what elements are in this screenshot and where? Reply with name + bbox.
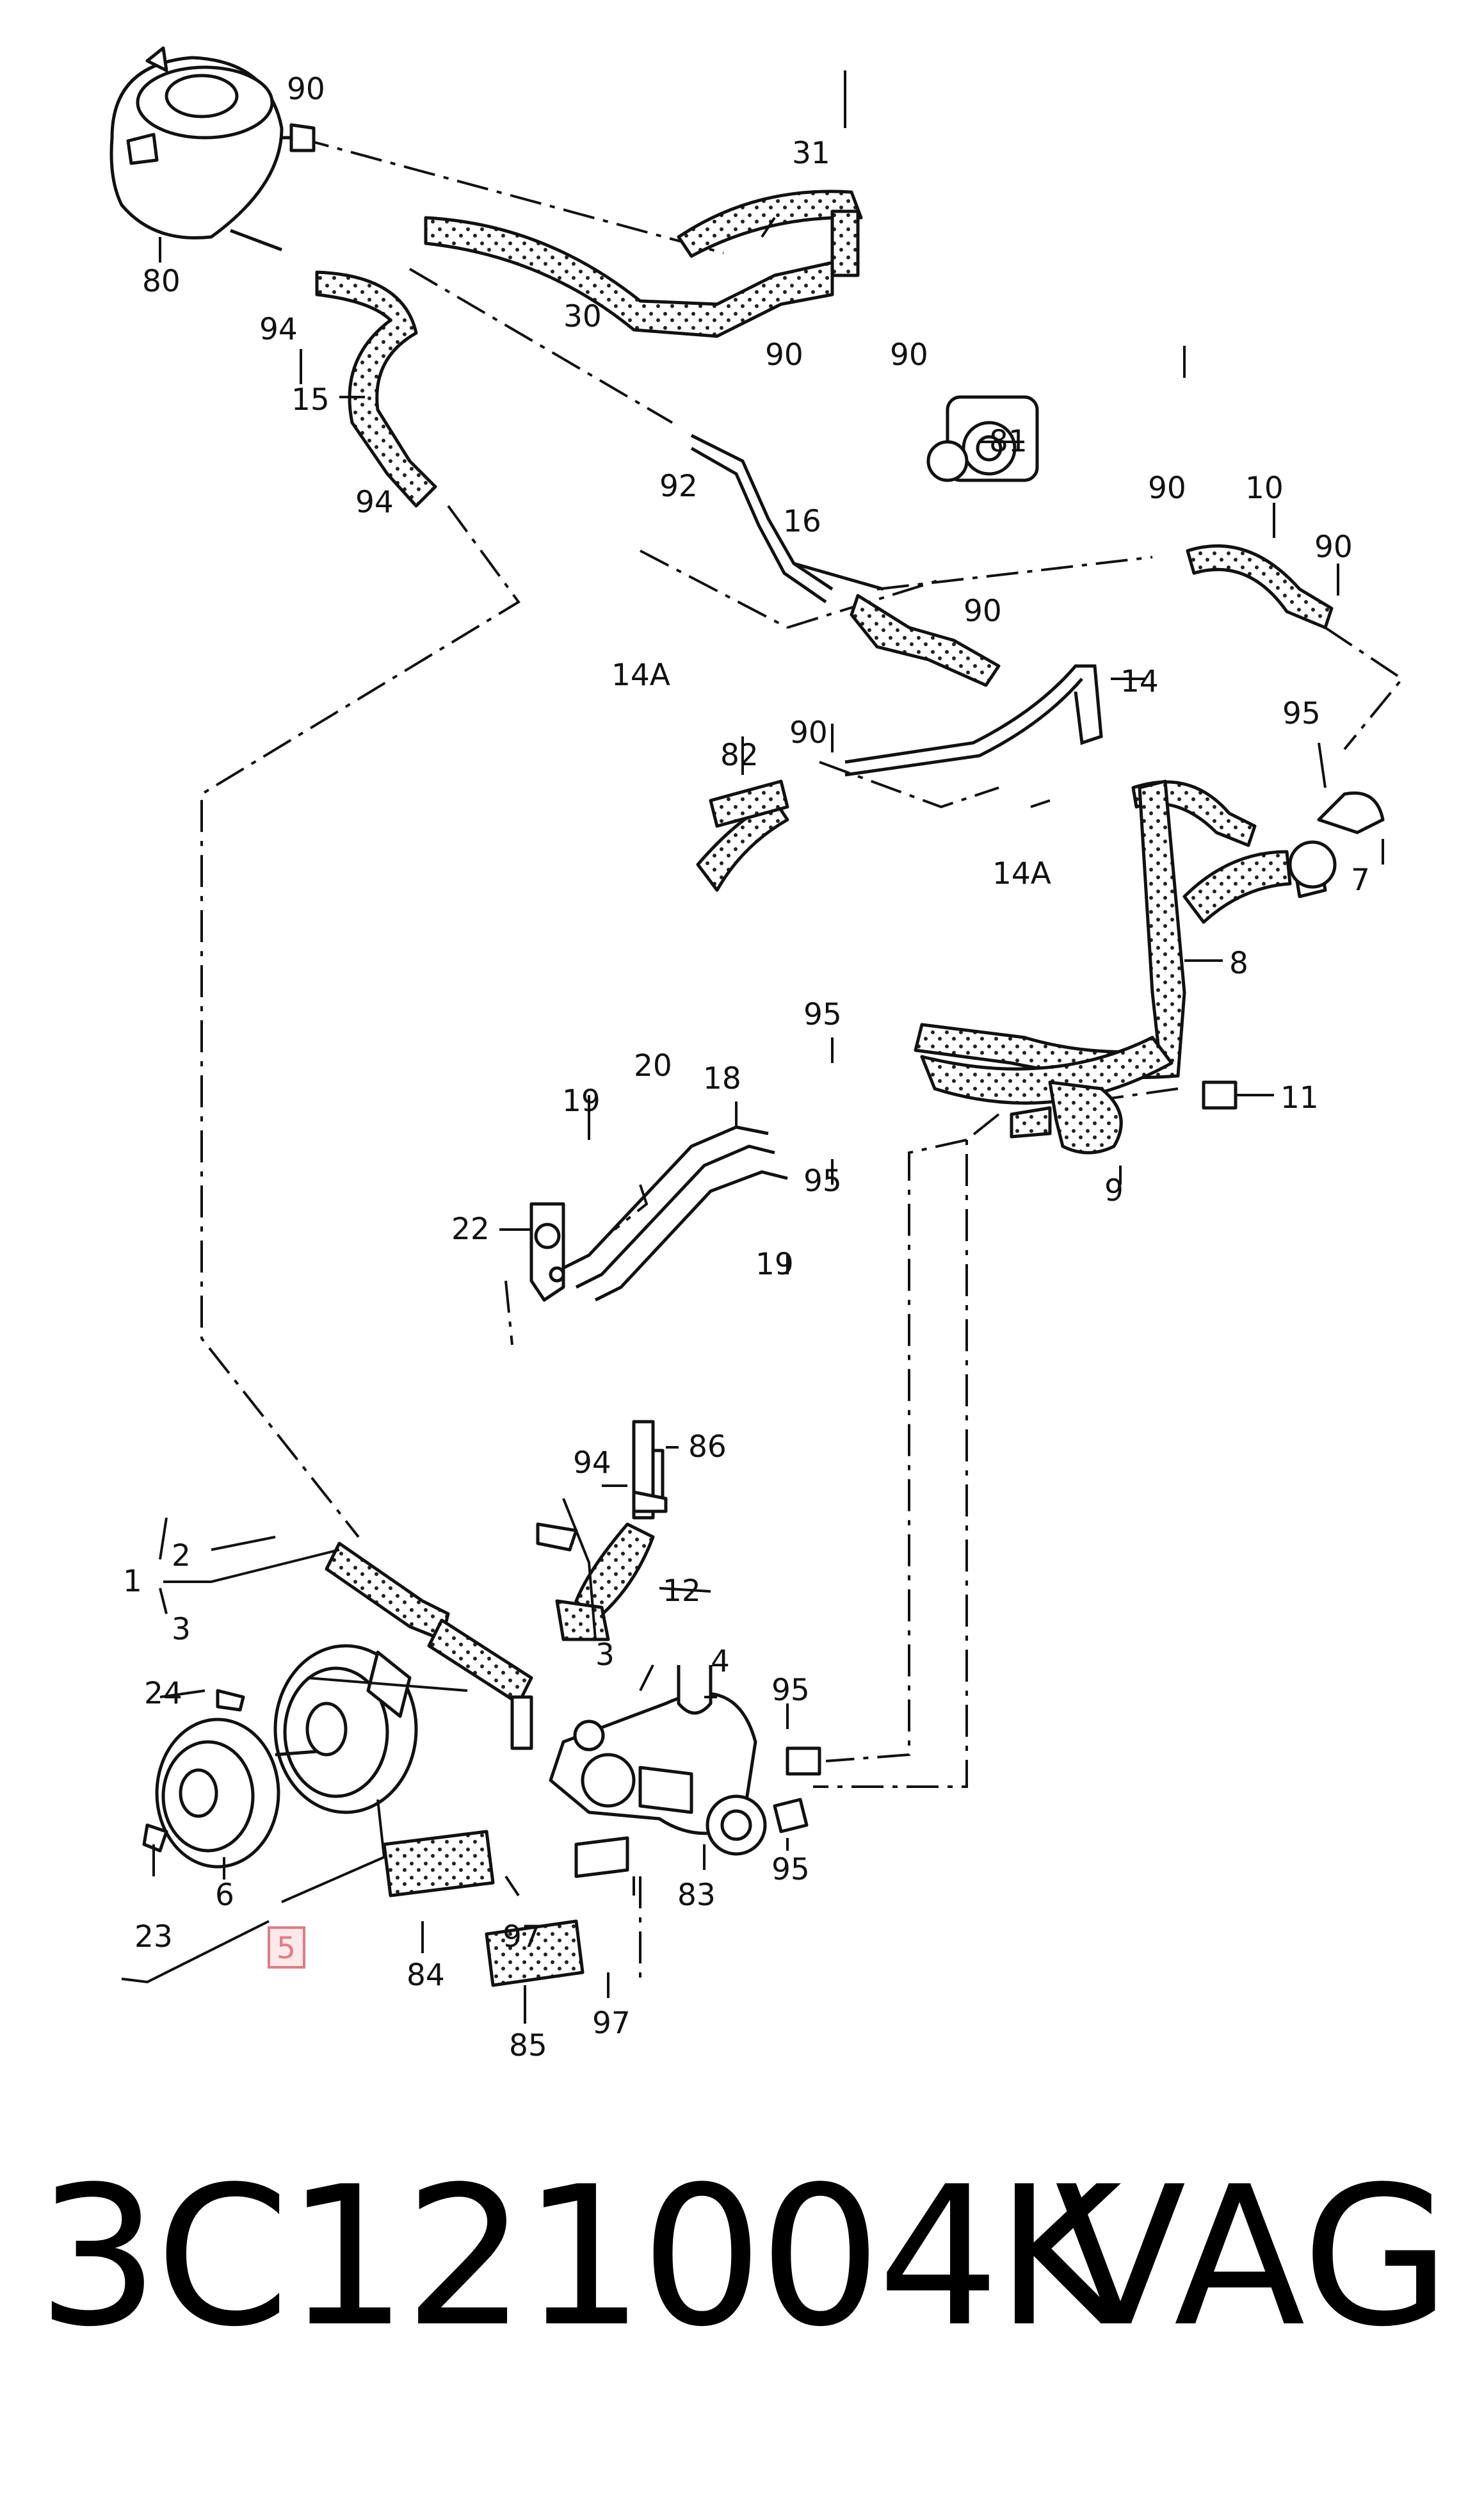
callout-3: 3 <box>172 1612 191 1647</box>
callout-1: 1 <box>123 1564 142 1599</box>
callout-24: 24 <box>144 1676 182 1711</box>
callout-labels: 90 80 94 15 94 31 30 90 90 81 92 16 14A … <box>123 72 1370 2063</box>
callout-95: 95 <box>1282 696 1321 731</box>
callout-82: 82 <box>720 738 759 773</box>
callout-90: 90 <box>1148 471 1186 506</box>
callout-80: 80 <box>142 264 181 299</box>
callout-90: 90 <box>964 594 1002 629</box>
callout-95: 95 <box>803 1164 842 1199</box>
hoses <box>315 190 1334 1987</box>
callout-10: 10 <box>1245 471 1284 506</box>
callout-31: 31 <box>792 136 830 171</box>
callout-19: 19 <box>562 1084 601 1119</box>
callout-90: 90 <box>287 72 325 107</box>
callout-11: 11 <box>1280 1080 1319 1116</box>
callout-83: 83 <box>677 1878 716 1913</box>
callout-95: 95 <box>771 1852 810 1887</box>
callout-90: 90 <box>765 337 803 373</box>
callout-94: 94 <box>573 1445 611 1481</box>
callout-2: 2 <box>172 1538 191 1573</box>
callout-90: 90 <box>789 715 828 751</box>
callout-4: 4 <box>711 1644 730 1679</box>
small-parts <box>510 395 1385 1878</box>
callout-20: 20 <box>634 1048 672 1084</box>
callout-85: 85 <box>509 2028 547 2063</box>
callout-5-highlight <box>268 1926 305 1969</box>
callout-5: 5 <box>277 1931 296 1966</box>
callout-90: 90 <box>1314 530 1353 565</box>
callout-8: 8 <box>1229 946 1248 981</box>
coolant-reservoir <box>109 46 316 252</box>
callout-81: 81 <box>989 424 1028 459</box>
callout-94: 94 <box>355 485 394 520</box>
callout-23: 23 <box>134 1919 173 1954</box>
callout-86: 86 <box>688 1429 727 1465</box>
callout-19: 19 <box>755 1247 794 1282</box>
callout-30: 30 <box>563 299 602 334</box>
callout-95: 95 <box>771 1673 810 1708</box>
callout-97: 97 <box>503 1919 541 1954</box>
callout-95: 95 <box>803 997 842 1032</box>
callout-92: 92 <box>659 469 698 504</box>
connection-lines <box>200 136 1404 1979</box>
callout-22: 22 <box>451 1212 490 1247</box>
water-pump-pulley <box>142 1644 418 1869</box>
callout-3: 3 <box>595 1637 615 1673</box>
part-number: 3C121004K <box>37 2145 1122 2369</box>
brand-name: VAG <box>1054 2145 1451 2369</box>
callout-18: 18 <box>703 1061 741 1096</box>
callout-14A: 14A <box>992 856 1051 891</box>
metal-lines <box>562 434 1103 1302</box>
callout-94: 94 <box>259 312 298 347</box>
callout-15: 15 <box>291 382 330 418</box>
leader-lines <box>121 70 1384 2024</box>
callout-9: 9 <box>1104 1173 1124 1208</box>
callout-6: 6 <box>215 1878 234 1913</box>
callout-84: 84 <box>407 1958 445 1993</box>
callout-14: 14 <box>1120 664 1159 699</box>
callout-12: 12 <box>663 1573 701 1609</box>
part-footer: 3C121004K VAG <box>0 2152 1484 2363</box>
callout-16: 16 <box>783 504 821 539</box>
callout-97: 97 <box>592 2006 631 2041</box>
callout-7: 7 <box>1351 863 1370 898</box>
callout-14A: 14A <box>611 658 670 693</box>
callout-90: 90 <box>890 337 928 373</box>
